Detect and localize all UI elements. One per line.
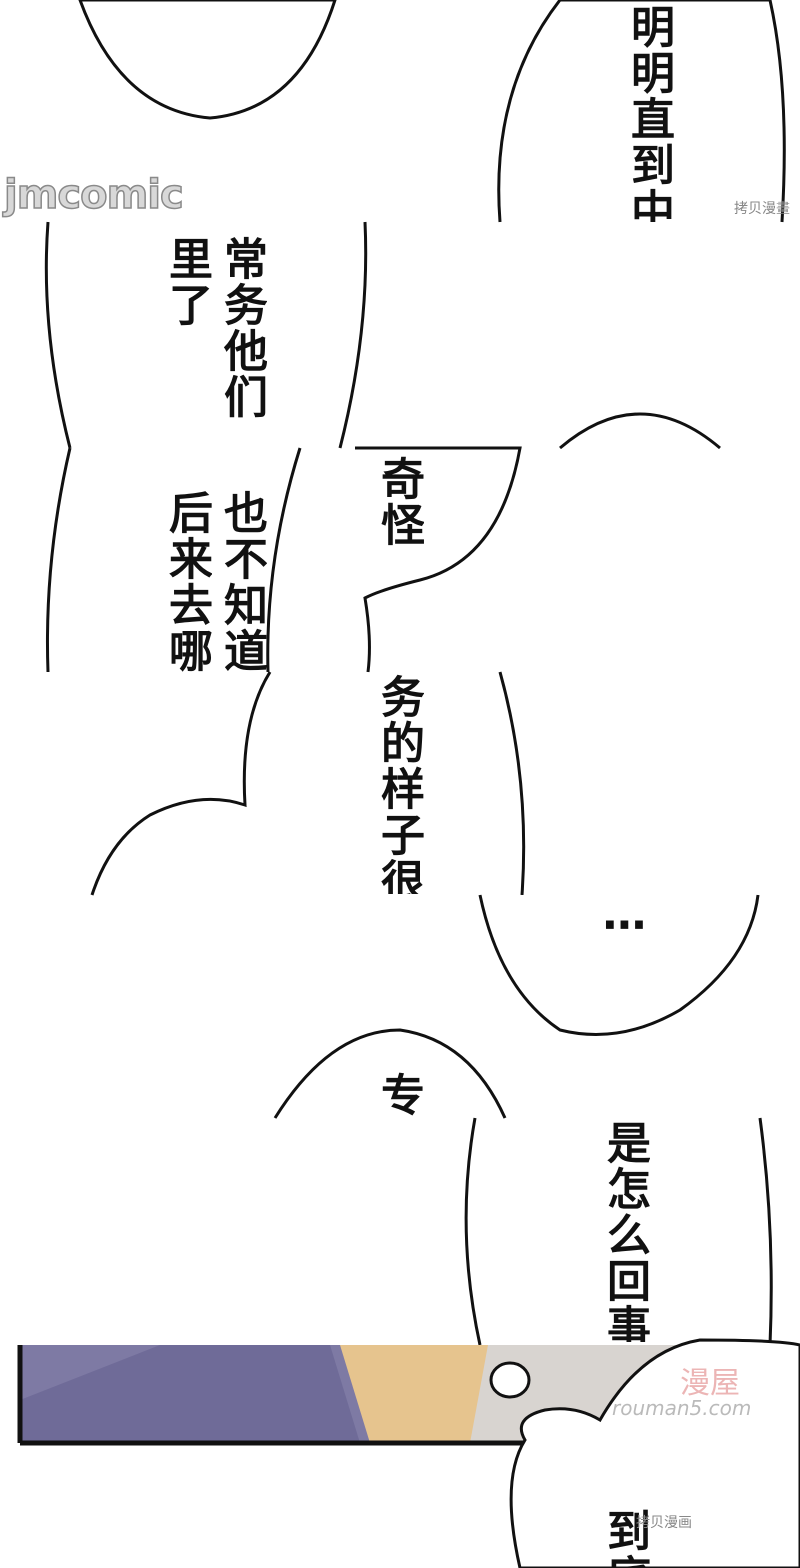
jmcomic-watermark: jmcomic (3, 171, 184, 219)
bubble-text-5: 也不知道 (216, 490, 267, 672)
speech-bubble-right-row4 (498, 671, 526, 896)
speech-bubble-right-row7 (464, 1117, 773, 1346)
thought-dot-small (489, 1361, 531, 1399)
speech-bubble-bottom-cloud (509, 1338, 800, 1568)
bubble-text-4: 奇怪 (373, 456, 424, 548)
copy-watermark-top: 拷贝漫畫 (734, 201, 790, 217)
speech-bubble-middle (355, 446, 522, 673)
bubble-text-10: 是怎么回事 (599, 1120, 650, 1342)
bubble-text-2: 常务他们 (216, 236, 267, 420)
speech-bubble-cloud-left (90, 671, 272, 896)
bubble-text-6: 后来去哪 (161, 490, 212, 672)
manwu-url-watermark: rouman5.com (612, 1396, 752, 1420)
bubble-text-9: 专 (373, 1072, 424, 1118)
speech-bubble-right-row5 (478, 894, 760, 1036)
bubble-text-1: 明明直到中 (623, 4, 674, 222)
bubble-text-3: 里了 (161, 236, 212, 328)
copy-watermark-bottom: 拷贝漫画 (636, 1515, 692, 1531)
bubble-text-11: 到底 (599, 1508, 650, 1568)
speech-bubble-middle-row6 (273, 1028, 507, 1119)
bubble-text-7: 务的样子很 (373, 674, 424, 894)
manwu-watermark: 漫屋 (680, 1366, 740, 1401)
speech-bubble-left-row3 (45, 447, 302, 673)
speech-bubble-top-left (78, 0, 337, 120)
speech-bubble-left-tall (44, 221, 368, 449)
bubble-text-8: ⋯ (599, 900, 650, 953)
speech-bubble-right-oval (559, 412, 721, 450)
speech-bubble-top-right (497, 0, 786, 223)
